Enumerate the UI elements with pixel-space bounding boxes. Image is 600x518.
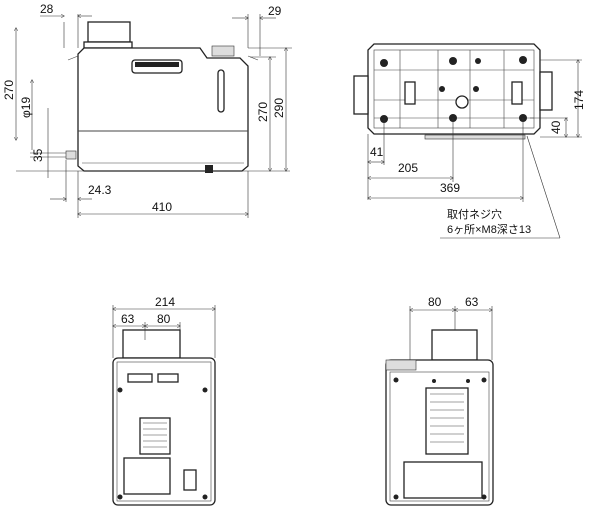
front-view: 28 29 270 φ19 35 270 290 24.3 410 bbox=[2, 2, 292, 218]
dim-80-left: 80 bbox=[157, 312, 171, 326]
note-mounting-holes: 取付ネジ穴 bbox=[447, 207, 502, 221]
dim-28: 28 bbox=[40, 2, 54, 16]
dim-63-right: 63 bbox=[465, 295, 479, 309]
dim-290: 290 bbox=[272, 98, 286, 118]
side-view-right: 80 63 bbox=[385, 295, 494, 506]
dim-80-right: 80 bbox=[428, 295, 442, 309]
dim-35: 35 bbox=[31, 148, 45, 162]
dim-174: 174 bbox=[572, 90, 586, 110]
side-view-left: 214 63 80 bbox=[112, 295, 216, 506]
dim-41: 41 bbox=[370, 145, 384, 159]
dim-270-right: 270 bbox=[256, 102, 270, 122]
note-hole-spec: 6ヶ所×M8深さ13 bbox=[447, 223, 531, 236]
dim-24-3: 24.3 bbox=[88, 183, 112, 197]
dim-40: 40 bbox=[549, 120, 563, 134]
dim-diameter-19: φ19 bbox=[19, 97, 33, 118]
dim-369: 369 bbox=[440, 181, 460, 195]
bottom-view: 174 40 41 205 369 取付ネジ穴 6ヶ所×M8深さ13 bbox=[353, 43, 586, 239]
dim-214: 214 bbox=[155, 295, 175, 309]
dial-icon bbox=[211, 45, 235, 57]
dim-270-left: 270 bbox=[2, 80, 16, 100]
dim-63-left: 63 bbox=[121, 312, 135, 326]
dim-205: 205 bbox=[398, 161, 418, 175]
dim-29: 29 bbox=[268, 4, 282, 18]
dim-410: 410 bbox=[152, 200, 172, 214]
